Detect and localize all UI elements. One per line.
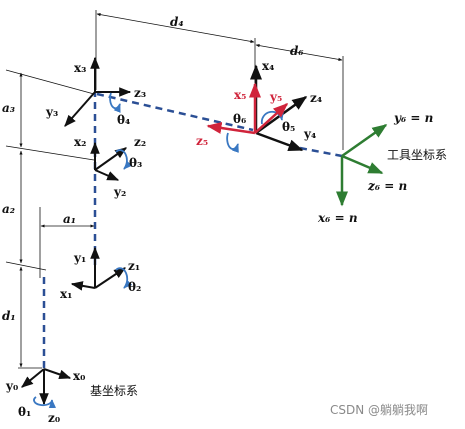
y6-label: y₆ = n [393,111,433,125]
dim-label-a3: a₃ [2,101,15,115]
theta3-rotation-arrow [115,149,133,170]
y2-label: y₂ [113,185,126,199]
dim-arrow-d6 [255,44,343,61]
y0-label: y₀ [5,379,18,393]
y1-label: y₁ [73,251,86,265]
y6-axis [341,123,388,158]
frame-0 [21,368,72,409]
x3-label: x₃ [74,61,86,75]
theta2-rotation-arrow [115,267,133,289]
x1-label: x₁ [60,287,72,301]
theta4-rotation-arrow [109,92,121,113]
ext-line-a3-bottom [5,145,95,161]
x0-label: x₀ [73,369,85,383]
x5-label: x₅ [234,88,246,102]
z5-axis [206,122,256,135]
dim-label-d6: d₆ [290,44,304,58]
watermark-text: CSDN @躺躺我啊 [330,402,428,417]
theta1-label: θ₁ [18,405,31,419]
frame-1 [70,246,133,291]
dim-label-a2: a₂ [2,202,15,216]
y5-axis [254,102,289,134]
x6-label: x₆ = n [317,211,358,225]
dim-label-a1: a₁ [63,212,76,226]
theta5-label: θ₅ [282,120,295,134]
theta3-label: θ₃ [129,156,142,170]
z1-label: z₁ [128,259,140,273]
y4-axis [255,131,304,152]
z4-label: z₄ [310,91,322,105]
theta6-rotation-arrow [226,132,239,153]
dim-arrow-d4 [96,13,255,43]
dim-label-d1: d₁ [2,309,16,323]
y0-axis [21,368,45,388]
z5-label: z₅ [196,134,208,148]
x2-label: x₂ [74,135,86,149]
z3-label: z₃ [134,86,146,100]
frame-2 [90,141,133,181]
z2-label: z₂ [134,135,146,149]
link-chain [42,92,343,368]
dim-label-d4: d₄ [170,15,184,29]
theta6-label: θ₆ [233,112,246,126]
frame-3 [64,56,132,127]
frame-6 [336,123,388,207]
y2-axis [94,169,120,181]
x1-axis [70,281,96,291]
dimension-lines [5,10,344,369]
z6-axis [341,154,384,175]
z1-axis [94,267,126,289]
z0-label: z₀ [48,411,60,425]
y3-axis [64,91,96,127]
tool-frame-label: 工具坐标系 [387,148,447,162]
ext-line-a2-bottom [5,261,47,271]
theta4-label: θ₄ [117,113,130,127]
link-3-4 [96,92,254,132]
z2-axis [94,147,127,171]
base-frame-label: 基坐标系 [90,384,138,398]
y5-label: y₅ [269,90,282,104]
y3-label: y₃ [45,105,58,119]
frame-5 [206,82,289,153]
x4-label: x₄ [262,59,274,73]
z6-label: z₆ = n [367,179,407,193]
x0-axis [43,368,72,380]
y4-label: y₄ [303,127,316,141]
link-4-6 [299,146,343,158]
theta2-label: θ₂ [128,280,141,294]
theta1-rotation-arrow [33,396,56,409]
